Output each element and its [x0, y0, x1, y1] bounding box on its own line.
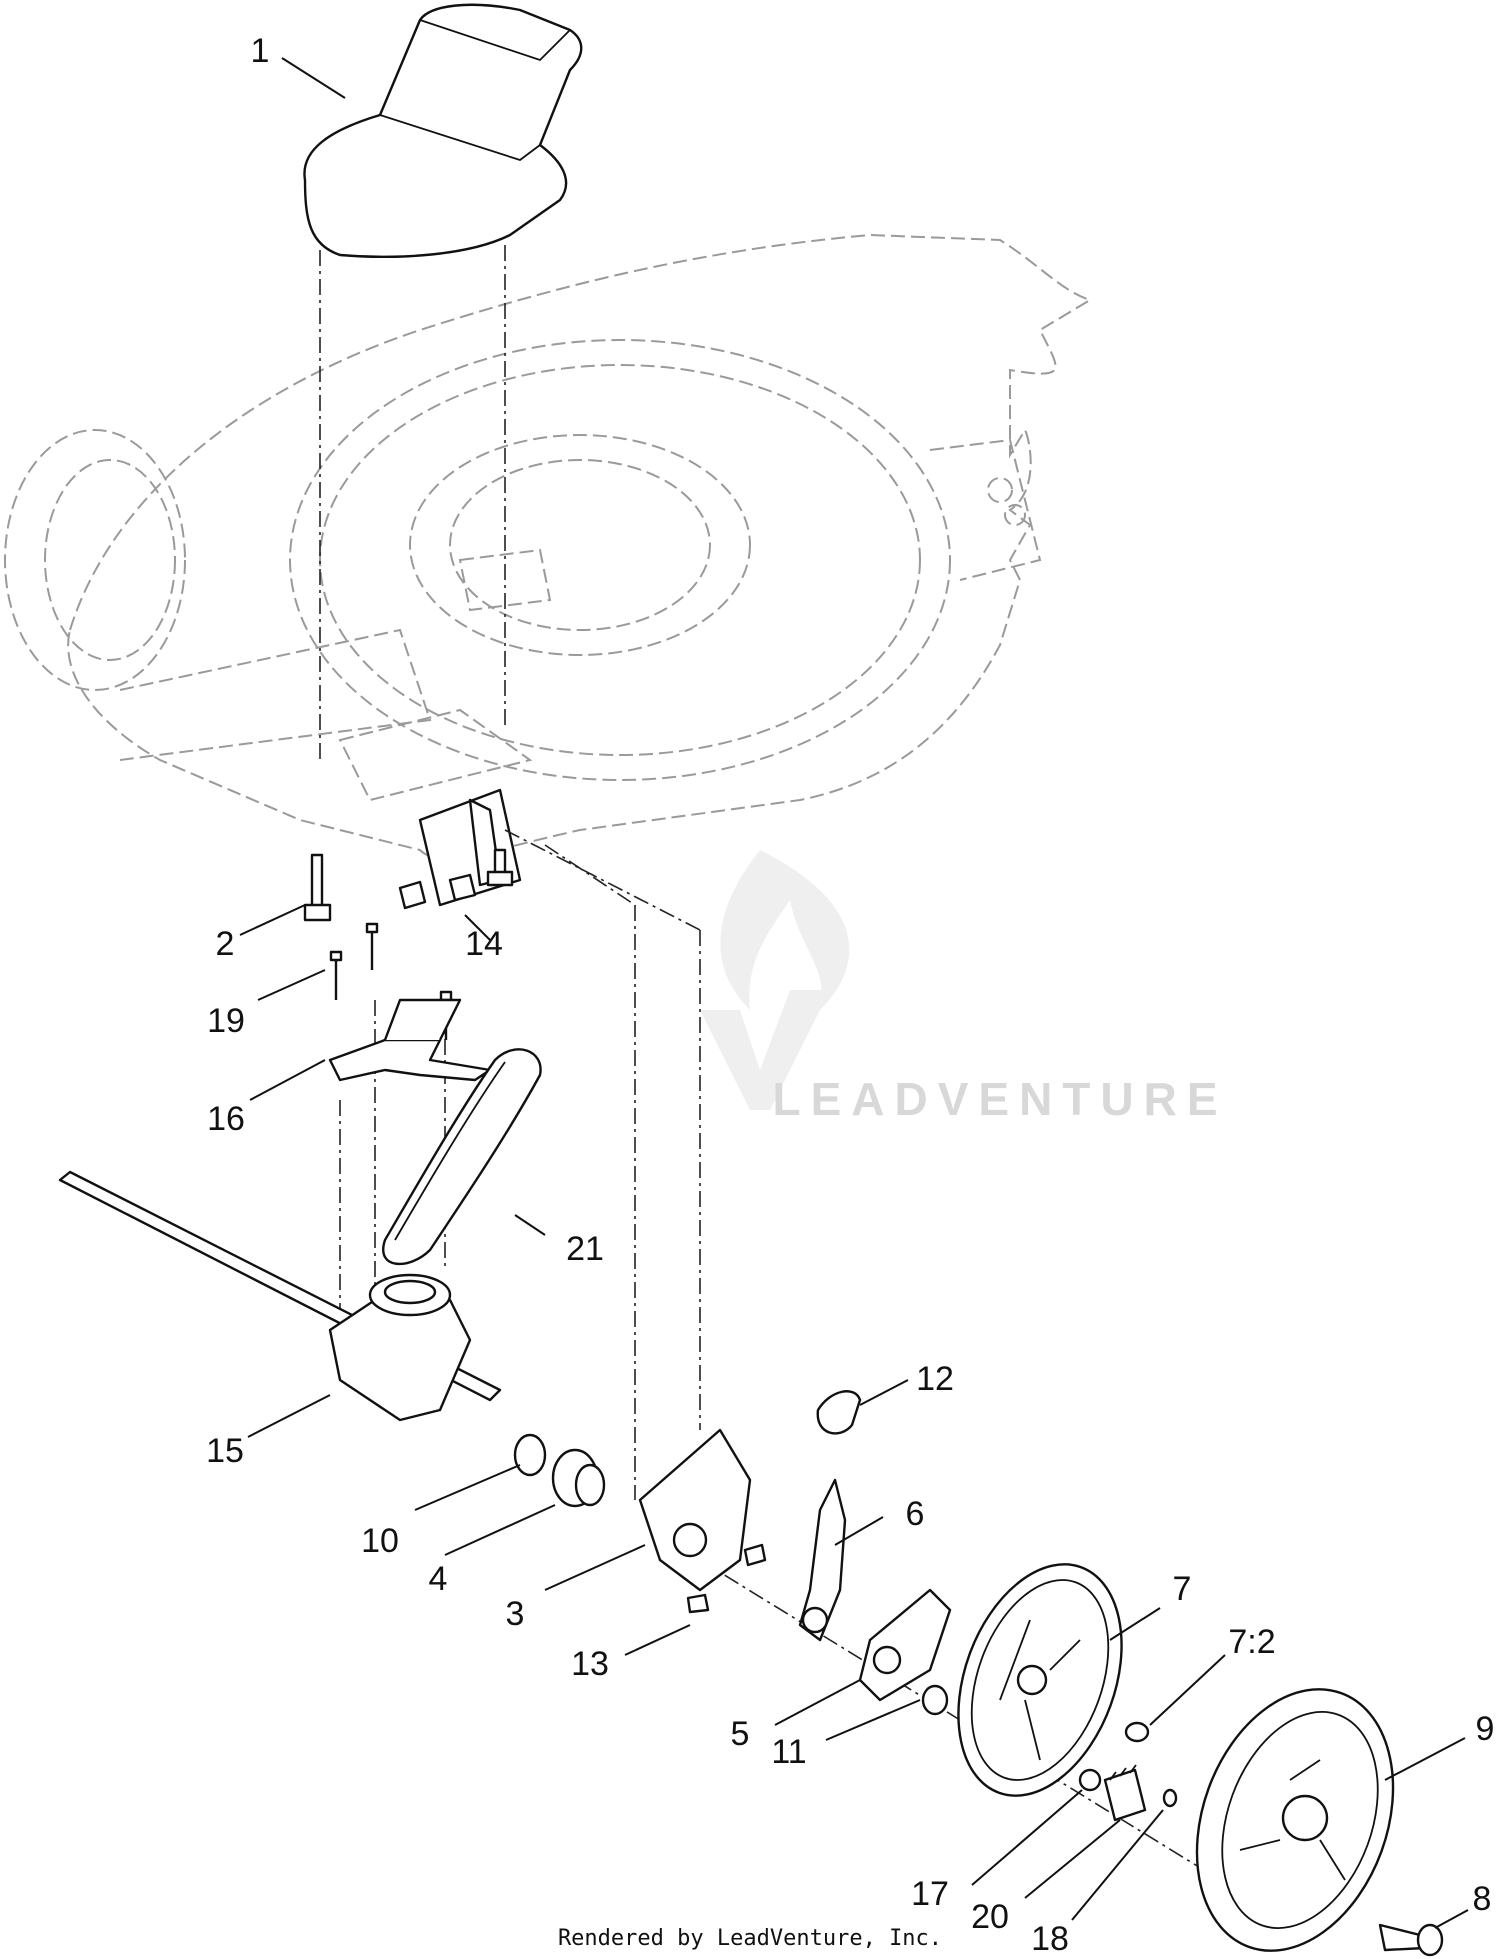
callout-10: 10 — [361, 1522, 399, 1560]
callout-13: 13 — [571, 1645, 609, 1683]
callout-8: 8 — [1473, 1880, 1492, 1918]
drive-belt-part-21 — [382, 1048, 542, 1265]
callout-1: 1 — [251, 32, 270, 70]
callout-2: 2 — [216, 925, 235, 963]
callout-19: 19 — [207, 1002, 245, 1040]
leader-lines — [239, 57, 1469, 1929]
wheel-part-9 — [1195, 1688, 1395, 1952]
watermark-text: LEADVENTURE — [772, 1073, 1227, 1125]
wheel-plate-part-7 — [957, 1563, 1150, 1797]
callout-6: 6 — [906, 1495, 925, 1533]
height-plate-part-3 — [638, 1428, 767, 1614]
callout-14: 14 — [465, 925, 503, 963]
callout-9: 9 — [1476, 1710, 1495, 1748]
callout-20: 20 — [971, 1898, 1009, 1936]
left-wheel-ghost — [4, 429, 186, 691]
transmission-part-15 — [58, 1170, 502, 1422]
callout-labels: 1 2 19 14 16 21 15 10 4 3 13 12 6 5 11 7… — [206, 32, 1494, 1958]
callout-12: 12 — [916, 1360, 954, 1398]
callout-3: 3 — [506, 1595, 525, 1633]
wheel-bolt-part-8 — [1378, 1923, 1444, 1957]
callout-4: 4 — [429, 1560, 448, 1598]
fasteners-top — [303, 848, 514, 1040]
bushings-parts-10-4 — [513, 1433, 606, 1508]
mower-deck-ghost — [67, 233, 1093, 860]
footer-credit: Rendered by LeadVenture, Inc. — [558, 1926, 942, 1951]
callout-5: 5 — [731, 1715, 750, 1753]
callout-16: 16 — [207, 1100, 245, 1138]
rear-cover-part-1 — [303, 3, 583, 258]
callout-7-2: 7:2 — [1228, 1623, 1275, 1661]
callout-11: 11 — [771, 1733, 806, 1771]
watermark-logo — [700, 850, 850, 1110]
belt-guard-part-16 — [328, 998, 492, 1082]
callout-17: 17 — [911, 1875, 949, 1913]
callout-15: 15 — [206, 1432, 244, 1470]
pivot-bracket-part-5 — [858, 1588, 952, 1716]
gear-assembly-parts-17-20-18 — [1078, 1764, 1178, 1822]
lever-parts-12-6 — [798, 1390, 862, 1642]
callout-18: 18 — [1031, 1920, 1069, 1958]
callout-21: 21 — [566, 1230, 604, 1268]
callout-7: 7 — [1173, 1570, 1192, 1608]
